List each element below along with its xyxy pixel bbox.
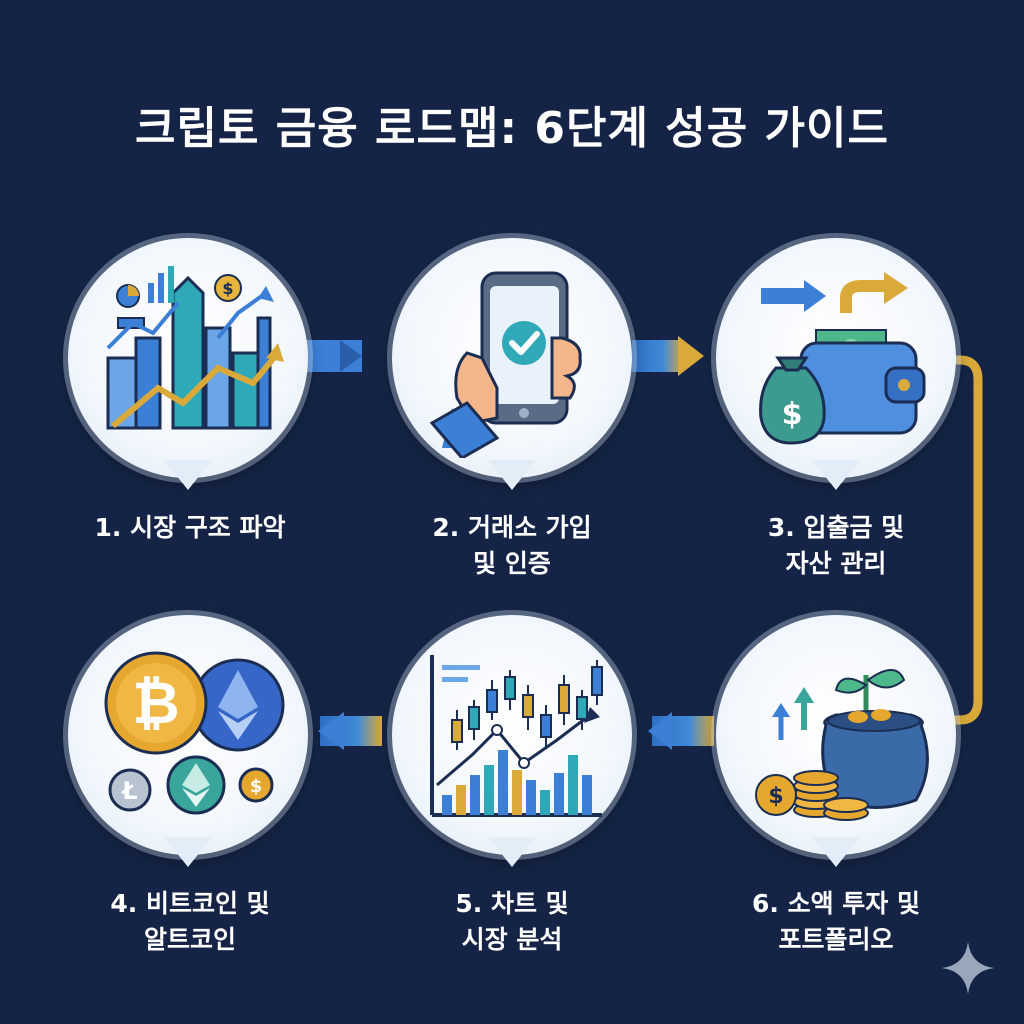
step-bubble-tail — [164, 837, 212, 867]
step-bubble-tail — [488, 837, 536, 867]
market-skyline-chart-icon: $ — [106, 266, 284, 430]
connector-1-2 — [300, 340, 362, 372]
step-bubble-tail — [812, 837, 860, 867]
growth-pot-icon: $ — [755, 669, 929, 821]
connector-3-6 — [950, 355, 983, 725]
crypto-coins-icon: ₿ Ł $ — [104, 651, 285, 815]
step-1: $ — [68, 238, 308, 498]
step-6-label-line-2: 포트폴리오 — [778, 925, 894, 954]
sparkle-icon — [942, 942, 994, 994]
svg-text:$: $ — [782, 397, 803, 432]
step-5-label-line-2: 시장 분석 — [461, 925, 563, 954]
svg-text:₿: ₿ — [132, 669, 179, 737]
step-1-label: 1. 시장 구조 파악 — [40, 510, 340, 546]
connector-2-3 — [632, 336, 704, 376]
page-title: 크립토 금융 로드맵: 6단계 성공 가이드 — [134, 103, 889, 154]
step-5-label-line-1: 5. 차트 및 — [455, 889, 569, 918]
step-bubble-tail — [164, 460, 212, 490]
connector-6-5 — [648, 712, 714, 750]
step-1-label-line-1: 1. 시장 구조 파악 — [94, 513, 286, 542]
step-2-label-line-1: 2. 거래소 가입 — [432, 513, 592, 542]
step-4-label-line-1: 4. 비트코인 및 — [110, 889, 270, 918]
step-3-label: 3. 입출금 및 자산 관리 — [686, 510, 986, 582]
step-4: ₿ Ł $ — [68, 615, 308, 875]
svg-text:$: $ — [250, 776, 263, 797]
step-3: $ — [716, 238, 956, 498]
step-6: $ — [716, 615, 956, 875]
svg-text:$: $ — [768, 784, 783, 809]
smartphone-check-icon — [429, 271, 582, 458]
step-2-label: 2. 거래소 가입 및 인증 — [362, 510, 662, 582]
step-4-label-line-2: 알트코인 — [143, 925, 236, 954]
step-3-label-line-1: 3. 입출금 및 — [767, 513, 905, 542]
candlestick-chart-icon — [430, 655, 603, 817]
step-2 — [392, 238, 632, 498]
wallet-money-bag-icon: $ — [759, 272, 926, 445]
connector-5-4 — [318, 712, 382, 750]
step-bubble-tail — [812, 460, 860, 490]
step-2-label-line-2: 및 인증 — [473, 549, 551, 578]
svg-text:$: $ — [222, 279, 233, 298]
step-3-label-line-2: 자산 관리 — [785, 549, 887, 578]
step-4-label: 4. 비트코인 및 알트코인 — [40, 886, 340, 958]
step-bubble-tail — [488, 460, 536, 490]
step-5-label: 5. 차트 및 시장 분석 — [362, 886, 662, 958]
step-6-label: 6. 소액 투자 및 포트폴리오 — [686, 886, 986, 958]
svg-text:Ł: Ł — [120, 777, 137, 805]
step-6-label-line-1: 6. 소액 투자 및 — [751, 889, 920, 918]
step-5 — [392, 615, 632, 875]
